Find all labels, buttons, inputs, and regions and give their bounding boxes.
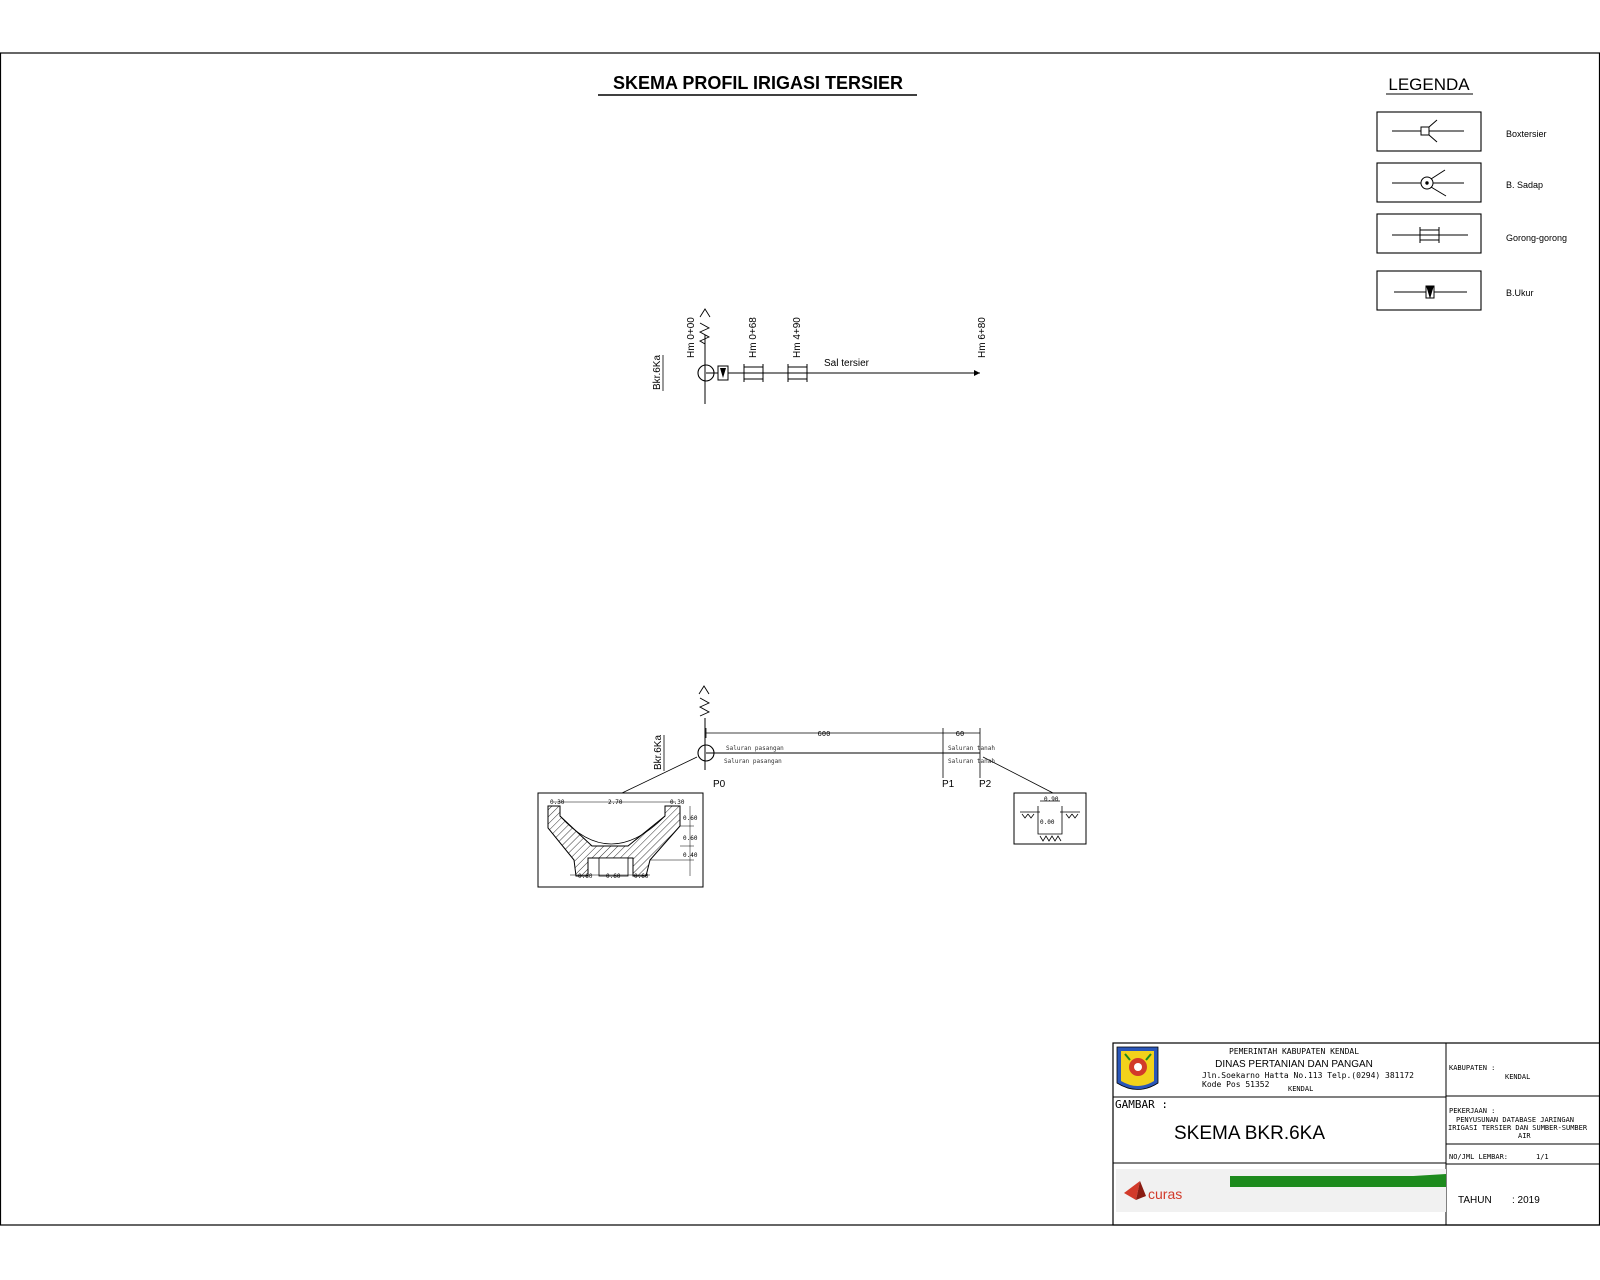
dimension-label: 600 xyxy=(818,730,831,738)
legend: LEGENDA Boxtersier xyxy=(1376,75,1567,311)
svg-text:0.60: 0.60 xyxy=(683,835,698,842)
drawing-title: SKEMA BKR.6KA xyxy=(1174,1123,1325,1144)
lined-channel-cross-section: 0.30 2.70 0.30 0.60 0.60 0.40 0.60 0.60 … xyxy=(537,792,704,888)
box-tersier-icon xyxy=(1392,119,1464,143)
svg-text:0.60: 0.60 xyxy=(634,873,649,880)
legend-box xyxy=(1376,270,1482,311)
flow-zigzag-icon xyxy=(698,697,711,717)
dimension-label: 60 xyxy=(956,730,964,738)
profile-source-label: Bkr.6Ka xyxy=(653,735,664,770)
pekerjaan-line: AIR xyxy=(1518,1132,1531,1140)
agency-city: KENDAL xyxy=(1288,1085,1313,1093)
lembar-value: 1/1 xyxy=(1536,1153,1549,1161)
legend-label: Gorong-gorong xyxy=(1506,233,1567,243)
agency-postal: Kode Pos 51352 xyxy=(1202,1080,1270,1089)
svg-text:0.60: 0.60 xyxy=(683,815,698,822)
gov-name: PEMERINTAH KABUPATEN KENDAL xyxy=(1229,1047,1359,1056)
svg-text:0.60: 0.60 xyxy=(578,873,593,880)
legend-box xyxy=(1376,162,1482,203)
irrigation-scheme: Bkr.6Ka Hm 0+00 Hm 0+68 Hm 4+90 Hm 6+80 … xyxy=(652,308,988,404)
flow-zigzag-icon xyxy=(698,322,711,345)
source-channel-label: Bkr.6Ka xyxy=(652,355,663,390)
segment-note: Saluran pasangan xyxy=(724,758,782,765)
title-block: PEMERINTAH KABUPATEN KENDAL DINAS PERTAN… xyxy=(1112,1042,1600,1226)
kendal-emblem-icon xyxy=(1116,1046,1159,1090)
pekerjaan-line: PENYUSUNAN DATABASE JARINGAN xyxy=(1456,1116,1574,1124)
gambar-label: GAMBAR : xyxy=(1115,1098,1168,1111)
culvert-icon xyxy=(1392,227,1468,243)
svg-text:0.30: 0.30 xyxy=(550,799,565,806)
station-label: Hm 6+80 xyxy=(977,317,988,358)
segment-note: Saluran pasangan xyxy=(726,745,784,752)
legend-item-bukur: B.Ukur xyxy=(1376,270,1534,311)
legend-label: B. Sadap xyxy=(1506,180,1543,190)
channel-end-arrow-icon xyxy=(974,370,980,376)
earth-channel-cross-section: 0.90 0.00 xyxy=(1013,792,1087,845)
kabupaten-value: KENDAL xyxy=(1505,1073,1530,1081)
pekerjaan-label: PEKERJAAN : xyxy=(1449,1107,1495,1115)
tahun-label: TAHUN xyxy=(1458,1195,1492,1206)
svg-text:0.90: 0.90 xyxy=(1044,796,1059,803)
tahun-value: : 2019 xyxy=(1512,1195,1540,1206)
channel-label: Sal tersier xyxy=(824,358,870,369)
legend-heading: LEGENDA xyxy=(1388,75,1470,94)
sheet-border xyxy=(0,52,1600,1226)
svg-text:2.70: 2.70 xyxy=(608,799,623,806)
agency-name: DINAS PERTANIAN DAN PANGAN xyxy=(1215,1059,1373,1070)
svg-text:curas: curas xyxy=(1148,1186,1182,1202)
legend-label: B.Ukur xyxy=(1506,288,1534,298)
point-label: P1 xyxy=(942,779,955,790)
leader-line xyxy=(621,756,698,794)
leader-line xyxy=(982,756,1054,794)
consultant-logo: curas xyxy=(1116,1169,1446,1212)
svg-text:0.40: 0.40 xyxy=(683,852,698,859)
legend-box xyxy=(1376,213,1482,254)
page-title: SKEMA PROFIL IRIGASI TERSIER xyxy=(613,73,903,93)
segment-note: Saluran tanah xyxy=(948,758,995,765)
culvert-icon xyxy=(787,364,808,382)
flow-arrow-icon xyxy=(698,685,710,695)
legend-box xyxy=(1376,111,1482,152)
point-label: P0 xyxy=(713,779,726,790)
legend-item-bsadap: B. Sadap xyxy=(1376,162,1543,203)
station-label: Hm 0+00 xyxy=(686,317,697,358)
svg-text:0.00: 0.00 xyxy=(1040,819,1055,826)
station-label: Hm 0+68 xyxy=(748,317,759,358)
pekerjaan-line: IRIGASI TERSIER DAN SUMBER-SUMBER xyxy=(1448,1124,1588,1132)
legend-label: Boxtersier xyxy=(1506,129,1547,139)
ukur-icon xyxy=(717,365,729,381)
svg-text:0.30: 0.30 xyxy=(670,799,685,806)
svg-text:0.60: 0.60 xyxy=(606,873,621,880)
lembar-label: NO/JML LEMBAR: xyxy=(1449,1153,1508,1161)
bangunan-sadap-icon xyxy=(1392,169,1464,197)
point-label: P2 xyxy=(979,779,992,790)
profile-scheme: Bkr.6Ka 600 60 Saluran pasangan Saluran … xyxy=(537,685,1087,888)
agency-address: Jln.Soekarno Hatta No.113 Telp.(0294) 38… xyxy=(1202,1071,1414,1080)
kabupaten-label: KABUPATEN : xyxy=(1449,1064,1495,1072)
legend-item-boxtersier: Boxtersier xyxy=(1376,111,1547,152)
culvert-icon xyxy=(743,364,764,382)
legend-item-gorong: Gorong-gorong xyxy=(1376,213,1567,254)
segment-note: Saluran tanah xyxy=(948,745,995,752)
flow-arrow-icon xyxy=(699,308,711,318)
measuring-structure-icon xyxy=(1394,285,1467,299)
station-label: Hm 4+90 xyxy=(792,317,803,358)
